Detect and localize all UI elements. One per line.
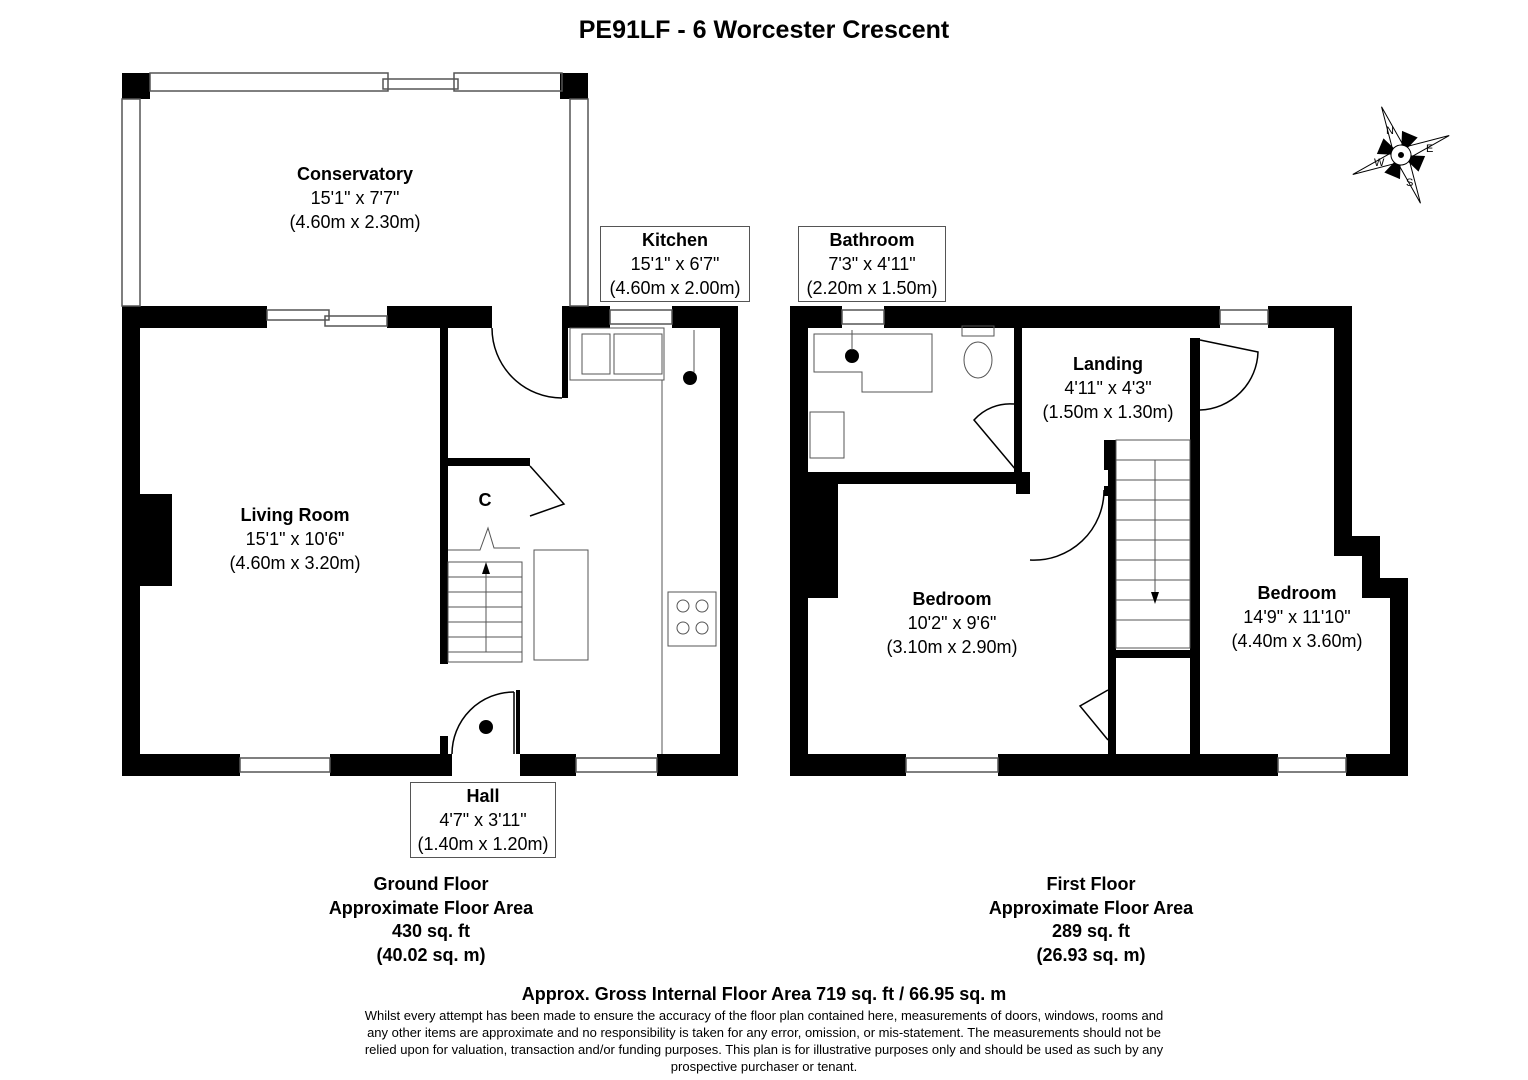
room-size-metric: (4.60m x 3.20m): [229, 553, 361, 573]
room-size-metric: (1.40m x 1.20m): [417, 834, 549, 854]
room-label-bedroom-1: Bedroom 10'2" x 9'6" (3.10m x 2.90m): [862, 587, 1042, 659]
floor-name: Ground Floor: [373, 874, 489, 894]
room-label-living-room: Living Room 15'1" x 10'6" (4.60m x 3.20m…: [195, 503, 395, 575]
floor-area-sqft: 289 sq. ft: [1051, 921, 1131, 941]
room-size-metric: (2.20m x 1.50m): [806, 278, 938, 298]
gross-floor-area: Approx. Gross Internal Floor Area 719 sq…: [521, 984, 1007, 1004]
plan-title: PE91LF - 6 Worcester Crescent: [578, 16, 950, 44]
floor-name: First Floor: [1046, 874, 1136, 894]
room-name: Kitchen: [641, 230, 708, 250]
room-label-cupboard: C: [470, 488, 500, 512]
room-label-conservatory: Conservatory 15'1" x 7'7" (4.60m x 2.30m…: [255, 162, 455, 234]
floor-area-label: Approximate Floor Area: [988, 897, 1194, 918]
doors: [451, 327, 1259, 755]
room-label-hall: Hall 4'7" x 3'11" (1.40m x 1.20m): [410, 782, 556, 858]
disclaimer-text: Whilst every attempt has been made to en…: [364, 1008, 1164, 1074]
room-size-imperial: 14'9" x 11'10": [1243, 607, 1351, 627]
room-label-bedroom-2: Bedroom 14'9" x 11'10" (4.40m x 3.60m): [1212, 581, 1382, 653]
floor-area-sqm: (40.02 sq. m): [376, 944, 486, 965]
room-name: Bedroom: [1257, 583, 1337, 603]
room-size-metric: (3.10m x 2.90m): [886, 637, 1018, 657]
room-name: C: [478, 490, 492, 510]
floor-area-sqft: 430 sq. ft: [391, 921, 471, 941]
room-name: Conservatory: [296, 164, 414, 184]
room-name: Bedroom: [912, 589, 992, 609]
compass-icon: N E S W: [1352, 106, 1450, 204]
room-name: Landing: [1073, 354, 1143, 374]
first-floor-summary: First Floor Approximate Floor Area 289 s…: [941, 873, 1241, 967]
room-size-imperial: 4'7" x 3'11": [439, 810, 527, 830]
fixtures: [447, 325, 1191, 754]
room-name: Hall: [466, 786, 500, 806]
room-size-imperial: 4'11" x 4'3": [1064, 378, 1152, 398]
ground-floor-summary: Ground Floor Approximate Floor Area 430 …: [281, 873, 581, 967]
room-size-metric: (4.40m x 3.60m): [1231, 631, 1363, 651]
compass-west: W: [1374, 157, 1385, 169]
floor-area-sqm: (26.93 sq. m): [1036, 944, 1146, 965]
room-size-imperial: 15'1" x 6'7": [630, 254, 720, 274]
room-size-imperial: 10'2" x 9'6": [907, 613, 997, 633]
room-name: Bathroom: [829, 230, 915, 250]
compass-east: E: [1426, 143, 1433, 155]
room-size-imperial: 15'1" x 7'7": [310, 188, 400, 208]
room-size-metric: (4.60m x 2.30m): [289, 212, 421, 232]
windows: [121, 72, 1347, 773]
ground-floor-walls: [122, 73, 1408, 776]
compass-south: S: [1406, 177, 1413, 189]
room-size-imperial: 7'3" x 4'11": [828, 254, 916, 274]
room-label-landing: Landing 4'11" x 4'3" (1.50m x 1.30m): [1030, 352, 1186, 424]
room-size-metric: (1.50m x 1.30m): [1042, 402, 1174, 422]
room-name: Living Room: [240, 505, 350, 525]
room-size-imperial: 15'1" x 10'6": [245, 529, 345, 549]
floor-area-label: Approximate Floor Area: [328, 897, 534, 918]
room-size-metric: (4.60m x 2.00m): [609, 278, 741, 298]
room-label-kitchen: Kitchen 15'1" x 6'7" (4.60m x 2.00m): [600, 226, 750, 302]
compass-north: N: [1386, 125, 1394, 137]
room-label-bathroom: Bathroom 7'3" x 4'11" (2.20m x 1.50m): [798, 226, 946, 302]
